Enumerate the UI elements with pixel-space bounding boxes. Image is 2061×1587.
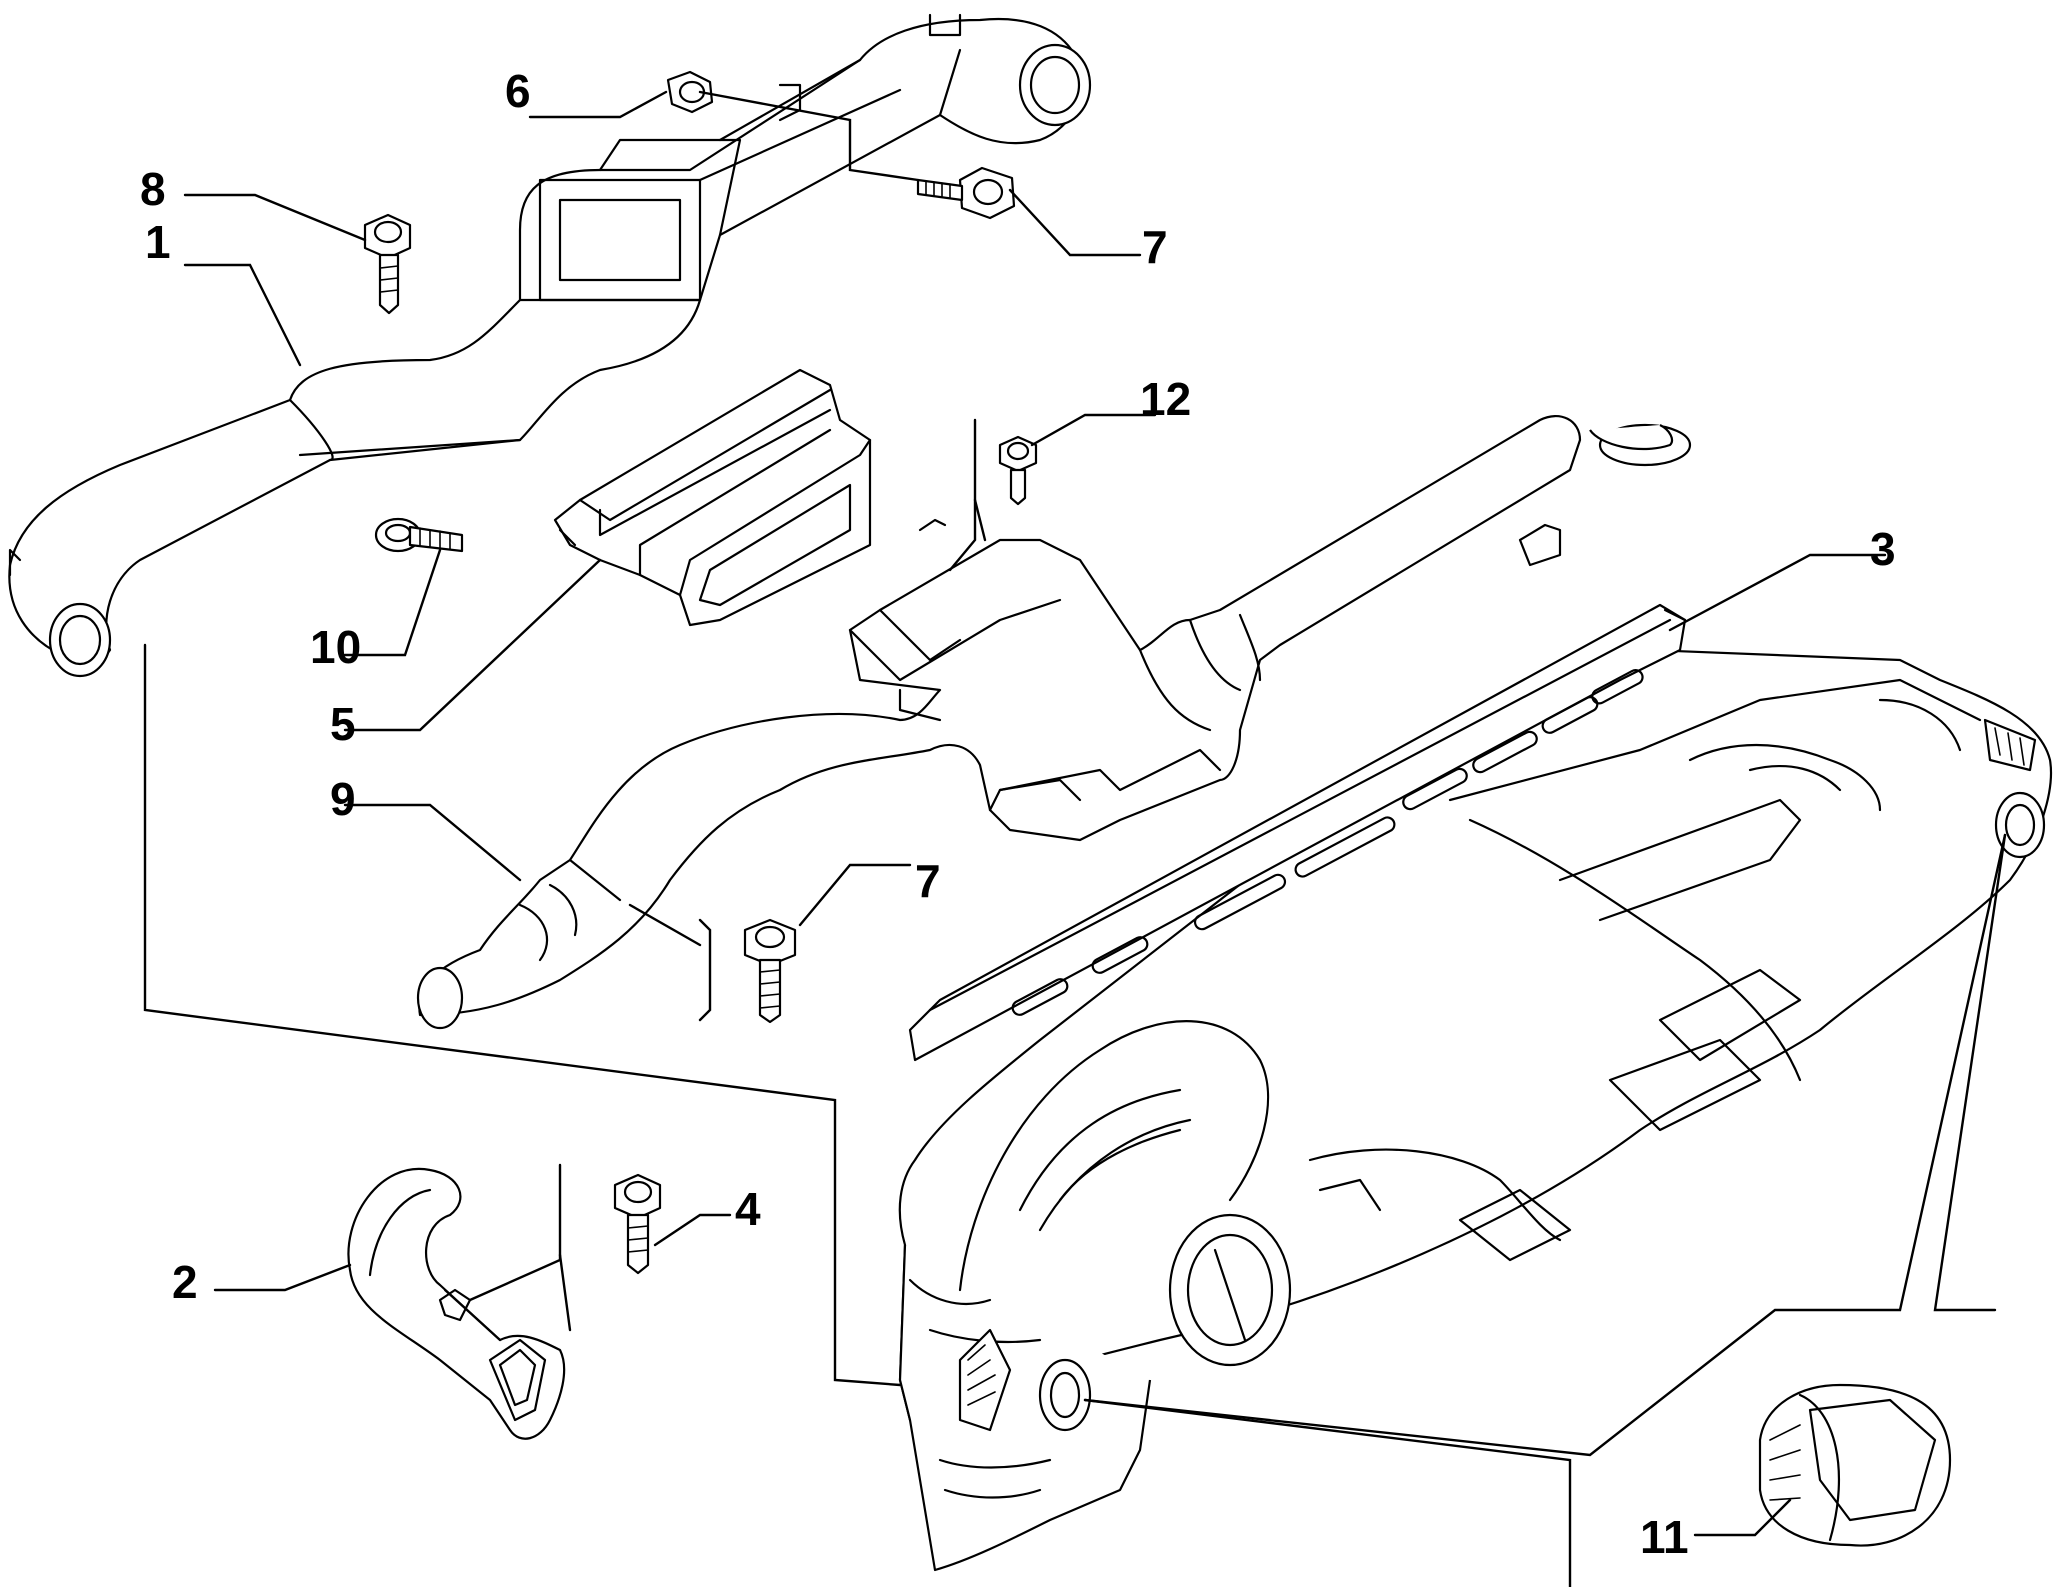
part-7-screw-lower[interactable] xyxy=(743,918,797,1024)
part-2-side-duct[interactable] xyxy=(347,1167,566,1440)
part-10-bolt[interactable] xyxy=(374,517,464,553)
dashboard-left-vent xyxy=(958,1328,1092,1432)
callout-7-lower: 7 xyxy=(915,855,941,907)
part-7-screw-upper[interactable] xyxy=(916,166,1016,220)
dashboard-right-vent xyxy=(1983,718,2046,859)
callout-3: 3 xyxy=(1870,523,1896,575)
callout-9: 9 xyxy=(330,773,356,825)
callout-7-upper: 7 xyxy=(1142,221,1168,273)
callout-8: 8 xyxy=(140,163,166,215)
part-5-vent-housing[interactable] xyxy=(553,368,872,627)
callout-6: 6 xyxy=(505,65,531,117)
callout-labels: 6 7 8 1 12 3 10 5 9 7 4 2 11 xyxy=(140,65,1896,1563)
callout-5: 5 xyxy=(330,698,356,750)
part-8-screw[interactable] xyxy=(363,213,412,315)
callout-10: 10 xyxy=(310,621,361,673)
callout-12: 12 xyxy=(1140,373,1191,425)
part-12-screw[interactable] xyxy=(998,435,1038,506)
part-1-upper-air-duct[interactable] xyxy=(8,13,1092,678)
callout-1: 1 xyxy=(145,216,171,268)
part-11-vent-grille[interactable] xyxy=(1758,1383,1952,1547)
callout-2: 2 xyxy=(172,1256,198,1308)
part-3-dashboard-panel[interactable] xyxy=(898,603,2052,1572)
callout-11: 11 xyxy=(1640,1511,1689,1563)
part-9-lower-duct[interactable] xyxy=(416,415,1692,1030)
leader-lines xyxy=(143,90,2007,1587)
dashboard-rail-slots xyxy=(1011,669,1644,1016)
part-4-bolt[interactable] xyxy=(613,1173,662,1275)
callout-4: 4 xyxy=(735,1183,761,1235)
